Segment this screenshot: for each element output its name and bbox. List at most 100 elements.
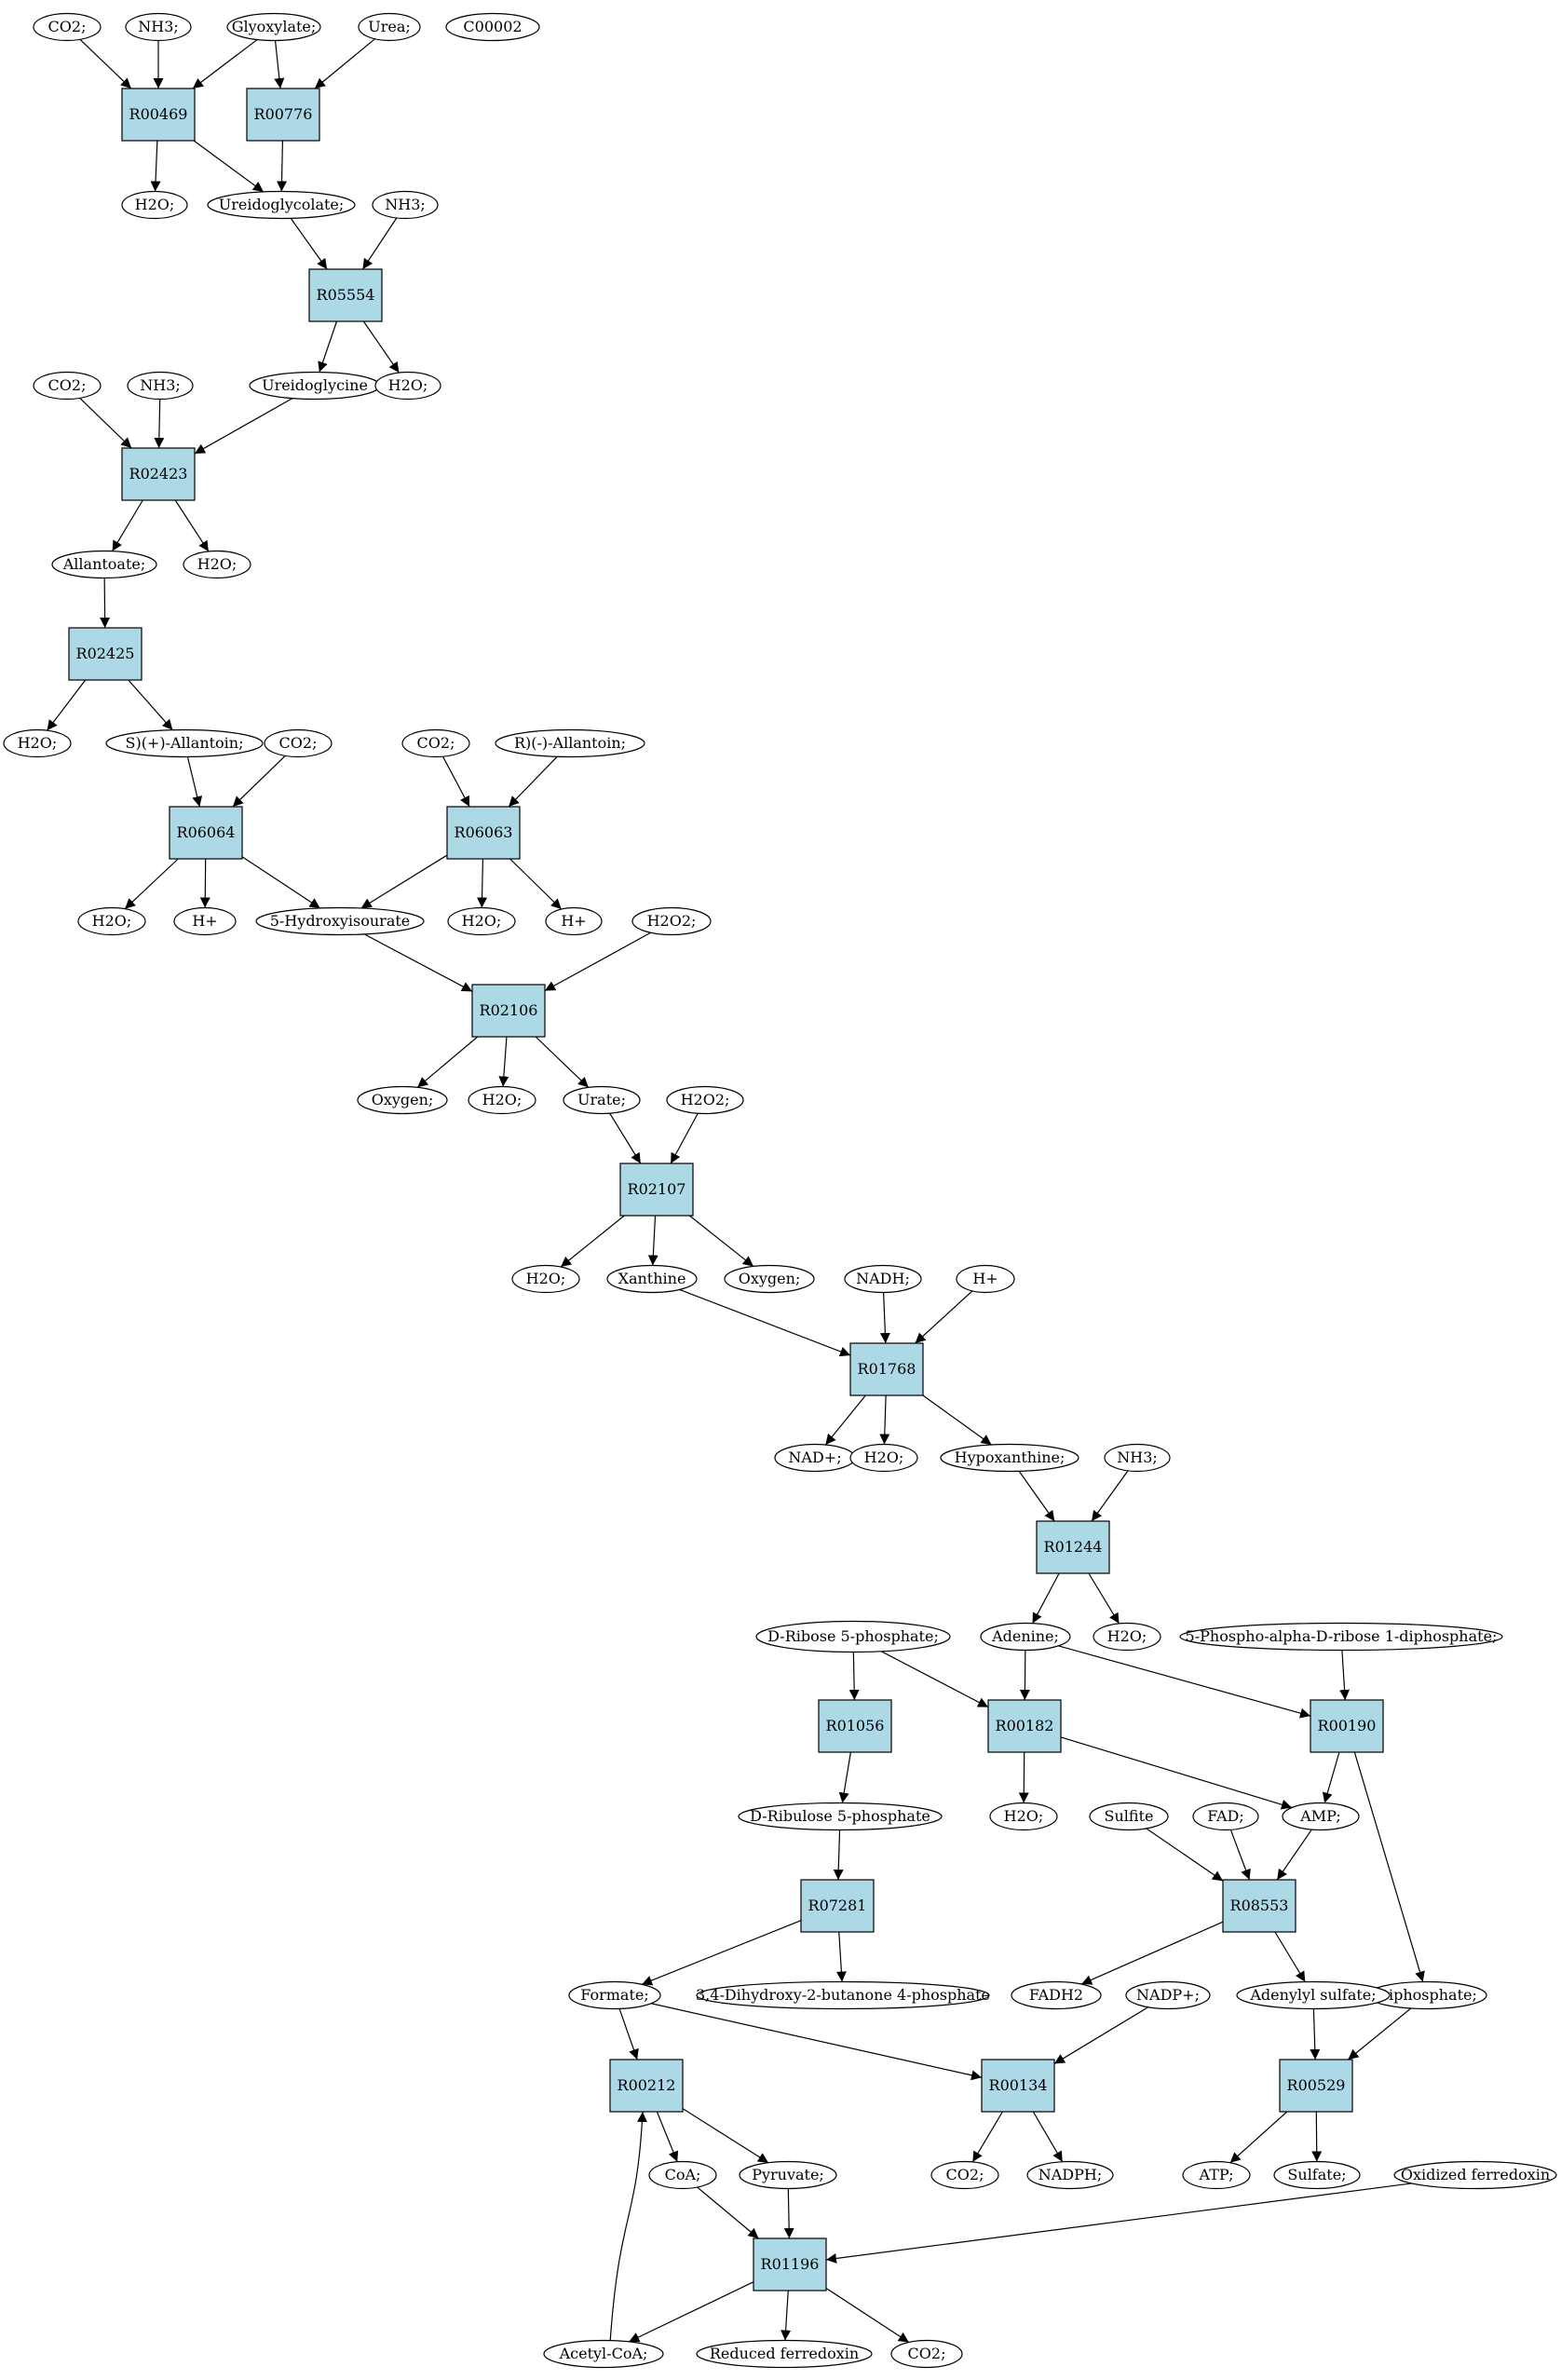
- metabolite-node-m23[interactable]: H2O;: [447, 906, 516, 936]
- metabolite-node-m37[interactable]: Hypoxanthine;: [940, 1443, 1079, 1473]
- metabolite-node-m36[interactable]: H2O;: [849, 1443, 918, 1473]
- metabolite-node-m55[interactable]: Pyruvate;: [739, 2160, 837, 2190]
- metabolite-node-m44[interactable]: H2O;: [989, 1802, 1058, 1831]
- metabolite-node-m6[interactable]: H2O;: [121, 190, 188, 220]
- metabolite-label: NAD+;: [788, 1448, 841, 1466]
- metabolite-node-m26[interactable]: Oxygen;: [357, 1085, 448, 1115]
- edge-R02425-to-m16: [128, 679, 173, 731]
- metabolite-node-m13[interactable]: Allantoate;: [51, 550, 157, 579]
- metabolite-node-m18[interactable]: CO2;: [401, 728, 470, 758]
- metabolite-node-m43[interactable]: D-Ribulose 5-phosphate: [738, 1802, 943, 1831]
- metabolite-label: NH3;: [385, 196, 426, 213]
- reaction-node-R06064[interactable]: R06064: [169, 806, 243, 860]
- metabolite-node-m34[interactable]: H+: [956, 1264, 1015, 1294]
- metabolite-node-m30[interactable]: H2O;: [511, 1264, 580, 1294]
- metabolite-node-m24[interactable]: H+: [545, 906, 603, 936]
- metabolite-node-m52[interactable]: NADP+;: [1125, 1980, 1211, 2010]
- reaction-node-R06063[interactable]: R06063: [446, 806, 521, 860]
- metabolite-ellipse: [696, 1980, 990, 2010]
- reaction-node-R01056[interactable]: R01056: [818, 1699, 892, 1753]
- metabolite-node-m19[interactable]: R)(-)-Allantoin;: [495, 728, 645, 758]
- metabolite-node-m46[interactable]: FAD;: [1192, 1802, 1259, 1831]
- reaction-node-R00529[interactable]: R00529: [1279, 2059, 1353, 2113]
- metabolite-node-m33[interactable]: NADH;: [844, 1264, 922, 1294]
- metabolite-node-m29[interactable]: H2O2;: [666, 1085, 744, 1115]
- metabolite-node-m42[interactable]: 5-Phospho-alpha-D-ribose 1-diphosphate;: [1179, 1622, 1503, 1652]
- metabolite-node-m40[interactable]: Adenine;: [980, 1622, 1071, 1652]
- metabolite-node-m2[interactable]: NH3;: [125, 12, 192, 42]
- edge-R02423-to-m13: [112, 499, 143, 551]
- reaction-node-R01196[interactable]: R01196: [753, 2237, 827, 2292]
- reaction-node-R01768[interactable]: R01768: [849, 1342, 924, 1396]
- metabolite-node-m9[interactable]: CO2;: [33, 371, 102, 401]
- metabolite-label: Urate;: [577, 1091, 626, 1108]
- metabolite-node-m60[interactable]: Oxidized ferredoxin: [1393, 2160, 1557, 2190]
- metabolite-node-m38[interactable]: NH3;: [1104, 1443, 1171, 1473]
- metabolite-node-m10[interactable]: NH3;: [127, 371, 194, 401]
- edge-m60-to-R01196: [825, 2183, 1412, 2264]
- metabolite-node-m63[interactable]: CO2;: [890, 2339, 963, 2369]
- metabolite-node-m14[interactable]: H2O;: [183, 550, 251, 579]
- metabolite-node-m3[interactable]: Glyoxylate;: [226, 12, 321, 42]
- metabolite-node-m16[interactable]: S)(+)-Allantoin;: [105, 728, 264, 758]
- metabolite-node-m28[interactable]: Urate;: [563, 1085, 641, 1115]
- reaction-label: R00182: [996, 1717, 1054, 1734]
- reaction-node-R08553[interactable]: R08553: [1222, 1879, 1296, 1933]
- reaction-node-R02107[interactable]: R02107: [619, 1163, 694, 1217]
- reaction-node-R00134[interactable]: R00134: [981, 2059, 1055, 2113]
- metabolite-node-m1[interactable]: CO2;: [33, 12, 102, 42]
- metabolite-node-m41[interactable]: H2O;: [1093, 1622, 1161, 1652]
- reaction-box: [471, 984, 546, 1038]
- metabolite-node-m59[interactable]: Sulfate;: [1273, 2160, 1361, 2190]
- metabolite-node-m21[interactable]: H+: [173, 906, 237, 936]
- metabolite-node-m57[interactable]: NADPH;: [1026, 2160, 1114, 2190]
- metabolite-node-m22[interactable]: 5-Hydroxyisourate: [255, 906, 425, 936]
- metabolite-node-m47[interactable]: AMP;: [1282, 1802, 1360, 1831]
- metabolite-node-m35[interactable]: NAD+;: [774, 1443, 856, 1473]
- metabolite-ellipse: [358, 12, 421, 42]
- metabolite-node-m25[interactable]: H2O2;: [631, 906, 712, 936]
- metabolite-label: CO2;: [417, 734, 455, 752]
- metabolite-node-m8[interactable]: NH3;: [372, 190, 439, 220]
- reaction-node-R02425[interactable]: R02425: [68, 627, 143, 681]
- metabolite-node-m5[interactable]: C00002: [445, 12, 540, 42]
- metabolite-label: H+: [972, 1270, 998, 1287]
- reaction-node-R02106[interactable]: R02106: [471, 984, 546, 1038]
- metabolite-node-m31[interactable]: Xanthine: [606, 1264, 698, 1294]
- metabolite-node-m50[interactable]: 3,4-Dihydroxy-2-butanone 4-phosphate: [696, 1980, 990, 2010]
- metabolite-node-m7[interactable]: Ureidoglycolate;: [207, 190, 356, 220]
- metabolite-node-m54[interactable]: CoA;: [648, 2160, 717, 2190]
- edge-m46-to-R08553: [1229, 1829, 1251, 1881]
- metabolite-node-m17[interactable]: CO2;: [264, 728, 333, 758]
- metabolite-node-m49[interactable]: Formate;: [568, 1980, 661, 2010]
- metabolite-node-m53[interactable]: Adenylyl sulfate;: [1236, 1980, 1391, 2010]
- metabolite-node-m39[interactable]: D-Ribose 5-phosphate;: [755, 1620, 951, 1653]
- reaction-node-R02423[interactable]: R02423: [121, 447, 196, 501]
- metabolite-node-m56[interactable]: CO2;: [930, 2160, 999, 2190]
- reaction-node-R00190[interactable]: R00190: [1310, 1699, 1384, 1753]
- reaction-node-R05554[interactable]: R05554: [308, 268, 383, 322]
- metabolite-node-m20[interactable]: H2O;: [77, 906, 146, 936]
- reaction-node-R01244[interactable]: R01244: [1036, 1520, 1110, 1574]
- metabolite-node-m27[interactable]: H2O;: [468, 1085, 536, 1115]
- reaction-node-R00776[interactable]: R00776: [246, 88, 320, 142]
- metabolite-ellipse: [956, 1264, 1015, 1294]
- metabolite-node-m48[interactable]: Diphosphate;: [1366, 1980, 1487, 2010]
- reaction-node-R00182[interactable]: R00182: [987, 1699, 1062, 1753]
- edge-R00469-to-m7: [193, 140, 265, 193]
- metabolite-ellipse: [127, 371, 194, 401]
- reaction-node-R00212[interactable]: R00212: [609, 2059, 684, 2113]
- reaction-node-R07281[interactable]: R07281: [800, 1879, 875, 1933]
- metabolite-node-m61[interactable]: Acetyl-CoA;: [543, 2339, 664, 2369]
- metabolite-node-m62[interactable]: Reduced ferredoxin: [696, 2339, 873, 2369]
- metabolite-node-m58[interactable]: ATP;: [1182, 2160, 1251, 2190]
- metabolite-node-m45[interactable]: Sulfite: [1089, 1802, 1169, 1831]
- metabolite-node-m15[interactable]: H2O;: [3, 728, 72, 758]
- reaction-node-R00469[interactable]: R00469: [121, 88, 196, 142]
- metabolite-node-m12[interactable]: H2O;: [374, 371, 441, 401]
- metabolite-label: D-Ribose 5-phosphate;: [767, 1627, 939, 1645]
- metabolite-node-m32[interactable]: Oxygen;: [724, 1264, 815, 1294]
- metabolite-node-m51[interactable]: FADH2: [1011, 1980, 1102, 2010]
- metabolite-node-m4[interactable]: Urea;: [358, 12, 421, 42]
- metabolite-node-m11[interactable]: Ureidoglycine: [249, 371, 381, 401]
